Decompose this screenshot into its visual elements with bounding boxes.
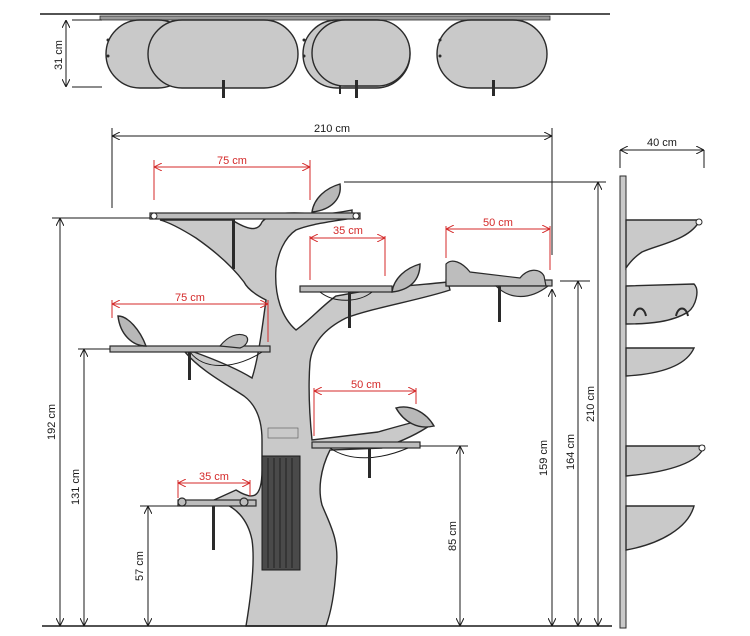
shelf-bottom-left-width: 35 cm — [199, 471, 229, 483]
height-164-label: 164 cm — [565, 434, 577, 470]
height-159-label: 159 cm — [538, 440, 550, 476]
total-width-label: 210 cm — [314, 123, 350, 135]
height-192-label: 192 cm — [46, 404, 58, 440]
height-210-label: 210 cm — [585, 386, 597, 422]
shelf-low-right-width: 50 cm — [351, 379, 381, 391]
top-depth-label: 31 cm — [53, 40, 65, 70]
shelf-top-left-width: 75 cm — [217, 155, 247, 167]
shelf-mid-center-width: 35 cm — [333, 225, 363, 237]
top-view — [40, 13, 610, 98]
height-131-label: 131 cm — [70, 469, 82, 505]
side-view — [619, 150, 706, 629]
shelf-top-right-width: 50 cm — [483, 217, 513, 229]
height-85-label: 85 cm — [447, 521, 459, 551]
side-depth-label: 40 cm — [647, 137, 677, 149]
height-57-label: 57 cm — [134, 551, 146, 581]
shelf-mid-left-width: 75 cm — [175, 292, 205, 304]
tree-front-view — [109, 183, 553, 627]
